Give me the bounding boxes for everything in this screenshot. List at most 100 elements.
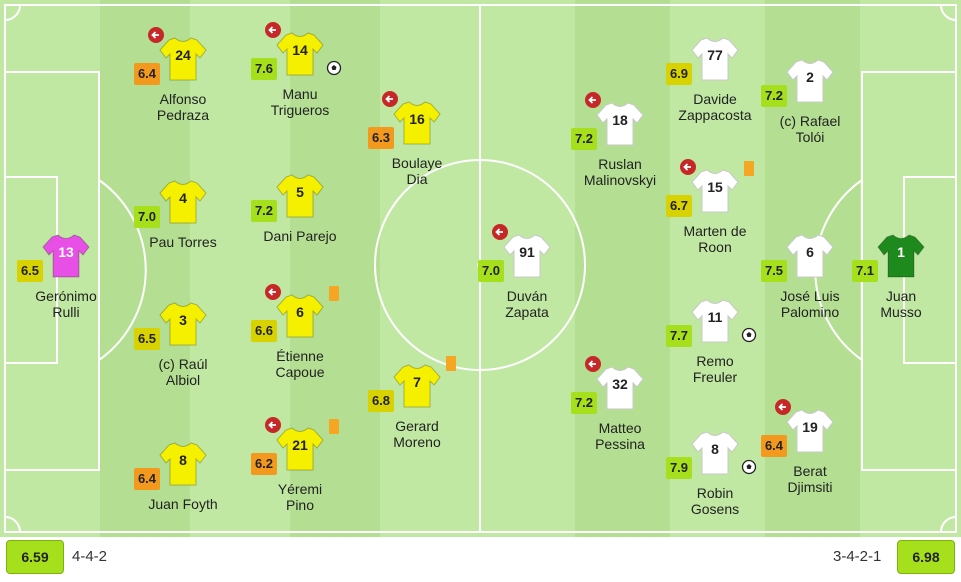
player-rating: 6.2 bbox=[251, 453, 277, 475]
player-rating: 7.0 bbox=[134, 206, 160, 228]
jersey-icon: 13 bbox=[41, 230, 91, 280]
player-name-line: Pessina bbox=[595, 436, 645, 452]
jersey-icon: 18 bbox=[595, 98, 645, 148]
player-name-line: Remo bbox=[696, 353, 734, 369]
player-name-line: Tolói bbox=[795, 129, 825, 145]
substitution-icon bbox=[775, 399, 791, 415]
player-rating: 6.7 bbox=[666, 195, 692, 217]
player-rating: 6.4 bbox=[761, 435, 787, 457]
jersey-icon: 16 bbox=[392, 97, 442, 147]
shirt-number: 4 bbox=[179, 190, 187, 206]
player-name-line: Zappacosta bbox=[678, 107, 752, 123]
player-rating: 7.5 bbox=[761, 260, 787, 282]
player-name-line: Rulli bbox=[52, 304, 80, 320]
shirt-number: 8 bbox=[179, 452, 187, 468]
player-name: Dani Parejo bbox=[225, 228, 375, 244]
player-rating: 6.4 bbox=[134, 63, 160, 85]
player-rating: 7.1 bbox=[852, 260, 878, 282]
player-rating: 7.7 bbox=[666, 325, 692, 347]
shirt-number: 77 bbox=[707, 47, 723, 63]
shirt-number: 24 bbox=[175, 47, 191, 63]
jersey-icon: 6 bbox=[785, 230, 835, 280]
player-rating: 6.6 bbox=[251, 320, 277, 342]
jersey-icon: 19 bbox=[785, 405, 835, 455]
shirt-number: 19 bbox=[802, 419, 818, 435]
home-formation: 4-4-2 bbox=[72, 548, 108, 565]
player-name-line: Freuler bbox=[692, 369, 738, 385]
player-rating: 7.9 bbox=[666, 457, 692, 479]
player-name-line: Manu bbox=[282, 86, 318, 102]
player-name-line: Moreno bbox=[393, 434, 441, 450]
player-rating: 6.5 bbox=[134, 328, 160, 350]
jersey-icon: 4 bbox=[158, 176, 208, 226]
player-rating: 6.9 bbox=[666, 63, 692, 85]
player-name-line: Juan Foyth bbox=[148, 496, 218, 512]
player-name-line: Dia bbox=[406, 171, 428, 187]
jersey-icon: 8 bbox=[158, 438, 208, 488]
player-name-line: Roon bbox=[698, 239, 732, 255]
shirt-number: 32 bbox=[612, 376, 628, 392]
player-rating: 7.2 bbox=[251, 200, 277, 222]
goal-ball-icon bbox=[741, 327, 757, 343]
player-name-line: Trigueros bbox=[270, 102, 330, 118]
yellow-card-icon bbox=[744, 161, 754, 176]
yellow-card-icon bbox=[446, 356, 456, 371]
away-team-rating: 6.98 bbox=[897, 540, 955, 574]
player-name-line: Musso bbox=[880, 304, 922, 320]
substitution-icon bbox=[265, 22, 281, 38]
shirt-number: 21 bbox=[292, 437, 308, 453]
player-name-line: Marten de bbox=[683, 223, 747, 239]
player-name-line: Ruslan bbox=[598, 156, 642, 172]
substitution-icon bbox=[585, 92, 601, 108]
player-name-line: Capoue bbox=[275, 364, 325, 380]
player-name-line: Robin bbox=[696, 485, 734, 501]
jersey-icon: 7 bbox=[392, 360, 442, 410]
player-rating: 7.2 bbox=[571, 392, 597, 414]
player-name-line: Gerónimo bbox=[35, 288, 97, 304]
goal-ball-icon bbox=[741, 459, 757, 475]
shirt-number: 6 bbox=[806, 244, 814, 260]
shirt-number: 2 bbox=[806, 69, 814, 85]
shirt-number: 16 bbox=[409, 111, 425, 127]
substitution-icon bbox=[585, 356, 601, 372]
substitution-icon bbox=[265, 284, 281, 300]
player-rating: 6.3 bbox=[368, 127, 394, 149]
substitution-icon bbox=[680, 159, 696, 175]
player-name: Pau Torres bbox=[108, 234, 258, 250]
goal-ball-icon bbox=[326, 60, 342, 76]
shirt-number: 5 bbox=[296, 184, 304, 200]
